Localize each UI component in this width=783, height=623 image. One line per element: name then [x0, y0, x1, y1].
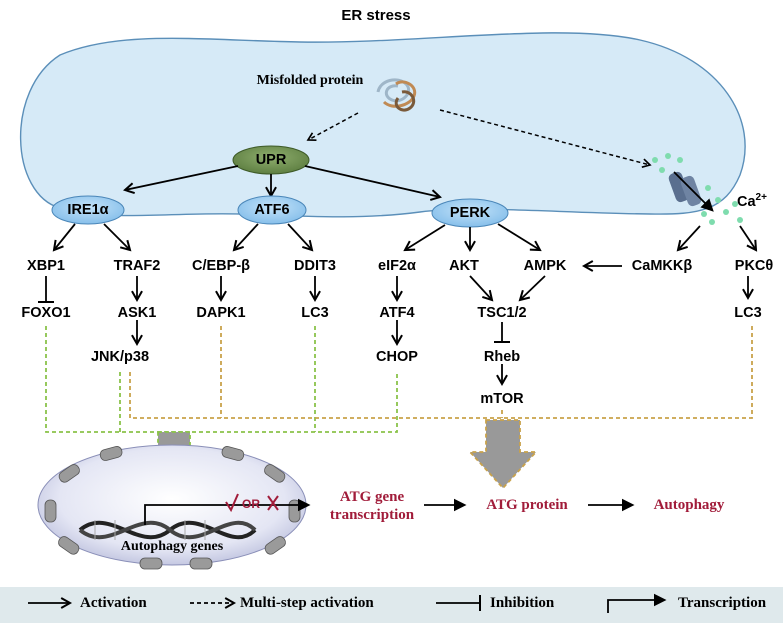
autophagy-genes-label: Autophagy genes [120, 539, 224, 554]
legend-inhibition: Inhibition [490, 595, 555, 611]
node-ask1: ASK1 [117, 305, 157, 321]
er-stress-title: ER stress [341, 7, 411, 24]
calcium-channel-icon [668, 171, 714, 212]
misfolded-protein-icon [376, 78, 417, 112]
calcium-charge: 2+ [755, 192, 767, 203]
node-ampk: AMPK [523, 258, 567, 274]
node-rheb: Rheb [483, 349, 521, 365]
node-pkct: PKCθ [734, 258, 774, 274]
ire1-label: IRE1α [67, 202, 109, 218]
atf6-label: ATF6 [254, 202, 290, 218]
atg-gene-label: ATG gene [339, 489, 405, 505]
node-camkkb: CaMKKβ [631, 258, 693, 274]
dna-helix-icon [78, 520, 257, 540]
check-icon [225, 493, 239, 513]
perk-label: PERK [449, 205, 491, 221]
node-xbp1: XBP1 [27, 258, 65, 274]
node-dapk1: DAPK1 [196, 305, 246, 321]
node-lc3-a: LC3 [301, 305, 329, 321]
atg-protein-label: ATG protein [486, 497, 568, 513]
autophagy-label: Autophagy [653, 497, 725, 513]
calcium-ions [652, 153, 743, 225]
legend-multistep: Multi-step activation [240, 595, 374, 611]
node-eif2a: eIF2α [378, 258, 416, 274]
calcium-ion: Ca [737, 193, 756, 210]
ire1-sensor [51, 195, 125, 225]
legend-transcription: Transcription [678, 595, 767, 611]
node-akt: AKT [449, 258, 479, 274]
node-foxo1: FOXO1 [21, 305, 71, 321]
upr-label: UPR [255, 152, 287, 168]
calcium-label: Ca2+ [737, 192, 767, 210]
green-dashed-connectors [45, 326, 398, 433]
orange-dashed-connectors [129, 326, 753, 419]
atg-transcription-label: transcription [329, 507, 415, 523]
atf6-sensor [237, 195, 307, 225]
node-lc3-b: LC3 [734, 305, 762, 321]
node-jnk: JNK/p38 [90, 349, 150, 365]
node-cebpb: C/EBP-β [192, 258, 250, 274]
or-label: OR [242, 497, 260, 511]
misfolded-protein-label: Misfolded protein [256, 73, 364, 88]
cross-icon [267, 495, 279, 511]
node-atf4: ATF4 [379, 305, 415, 321]
node-traf2: TRAF2 [113, 258, 161, 274]
node-ddit3: DDIT3 [294, 258, 336, 274]
node-mtor: mTOR [480, 391, 524, 407]
node-tsc: TSC1/2 [477, 305, 527, 321]
orange-big-arrow [467, 419, 539, 490]
transcription-arrow [144, 498, 311, 525]
node-chop: CHOP [376, 349, 418, 365]
legend-activation: Activation [80, 595, 147, 611]
